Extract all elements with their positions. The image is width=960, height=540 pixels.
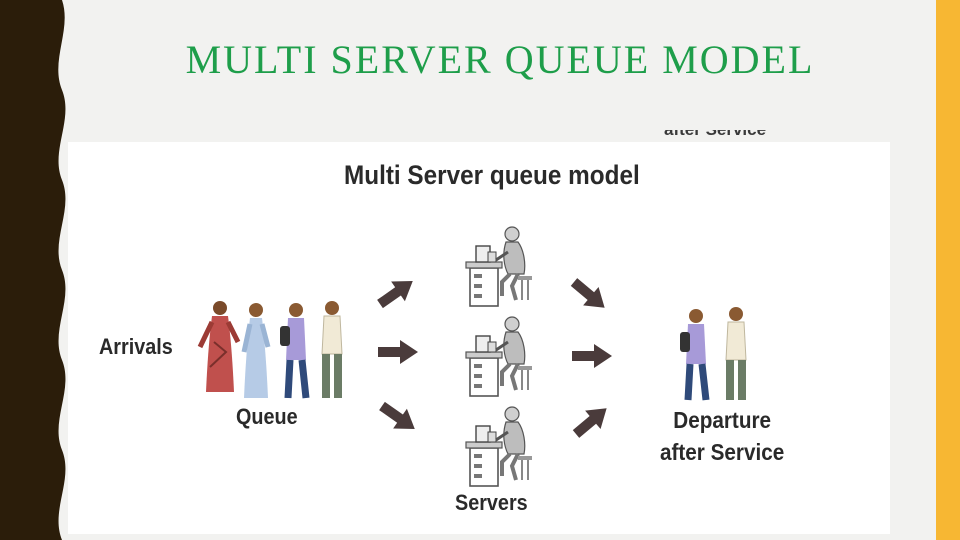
arrow-to-server-2 (378, 340, 418, 364)
left-decorative-band (0, 0, 66, 540)
figure-overflow-text: after Service (660, 130, 800, 144)
arrow-from-server-2 (572, 344, 612, 368)
departure-label-line2: after Service (660, 439, 785, 465)
arrow-to-server-3 (375, 396, 422, 439)
arrow-from-server-3 (568, 399, 615, 444)
queue-person-3 (280, 303, 310, 399)
right-accent-band (936, 0, 960, 540)
departed-person-2 (725, 307, 747, 400)
queue-label: Queue (236, 404, 298, 429)
queue-person-1 (197, 301, 241, 392)
queue-person-4 (321, 301, 343, 398)
arrivals-label: Arrivals (99, 334, 173, 359)
figure-illustration (197, 225, 747, 488)
arrow-to-server-1 (373, 271, 420, 314)
departure-label-line1: Departure (673, 407, 772, 433)
queue-model-figure: Multi Server queue model Arrivals Queue … (68, 142, 890, 534)
server-station-1 (464, 225, 534, 308)
departed-person-1 (680, 309, 710, 401)
arrow-from-server-1 (566, 272, 613, 317)
server-station-2 (464, 315, 534, 398)
queue-person-2 (241, 303, 271, 398)
figure-title: Multi Server queue model (344, 160, 640, 190)
server-station-3 (464, 405, 534, 488)
departure-label: Departure after Service (660, 404, 784, 468)
servers-label: Servers (455, 490, 528, 515)
slide-title: MULTI SERVER QUEUE MODEL (185, 37, 815, 82)
